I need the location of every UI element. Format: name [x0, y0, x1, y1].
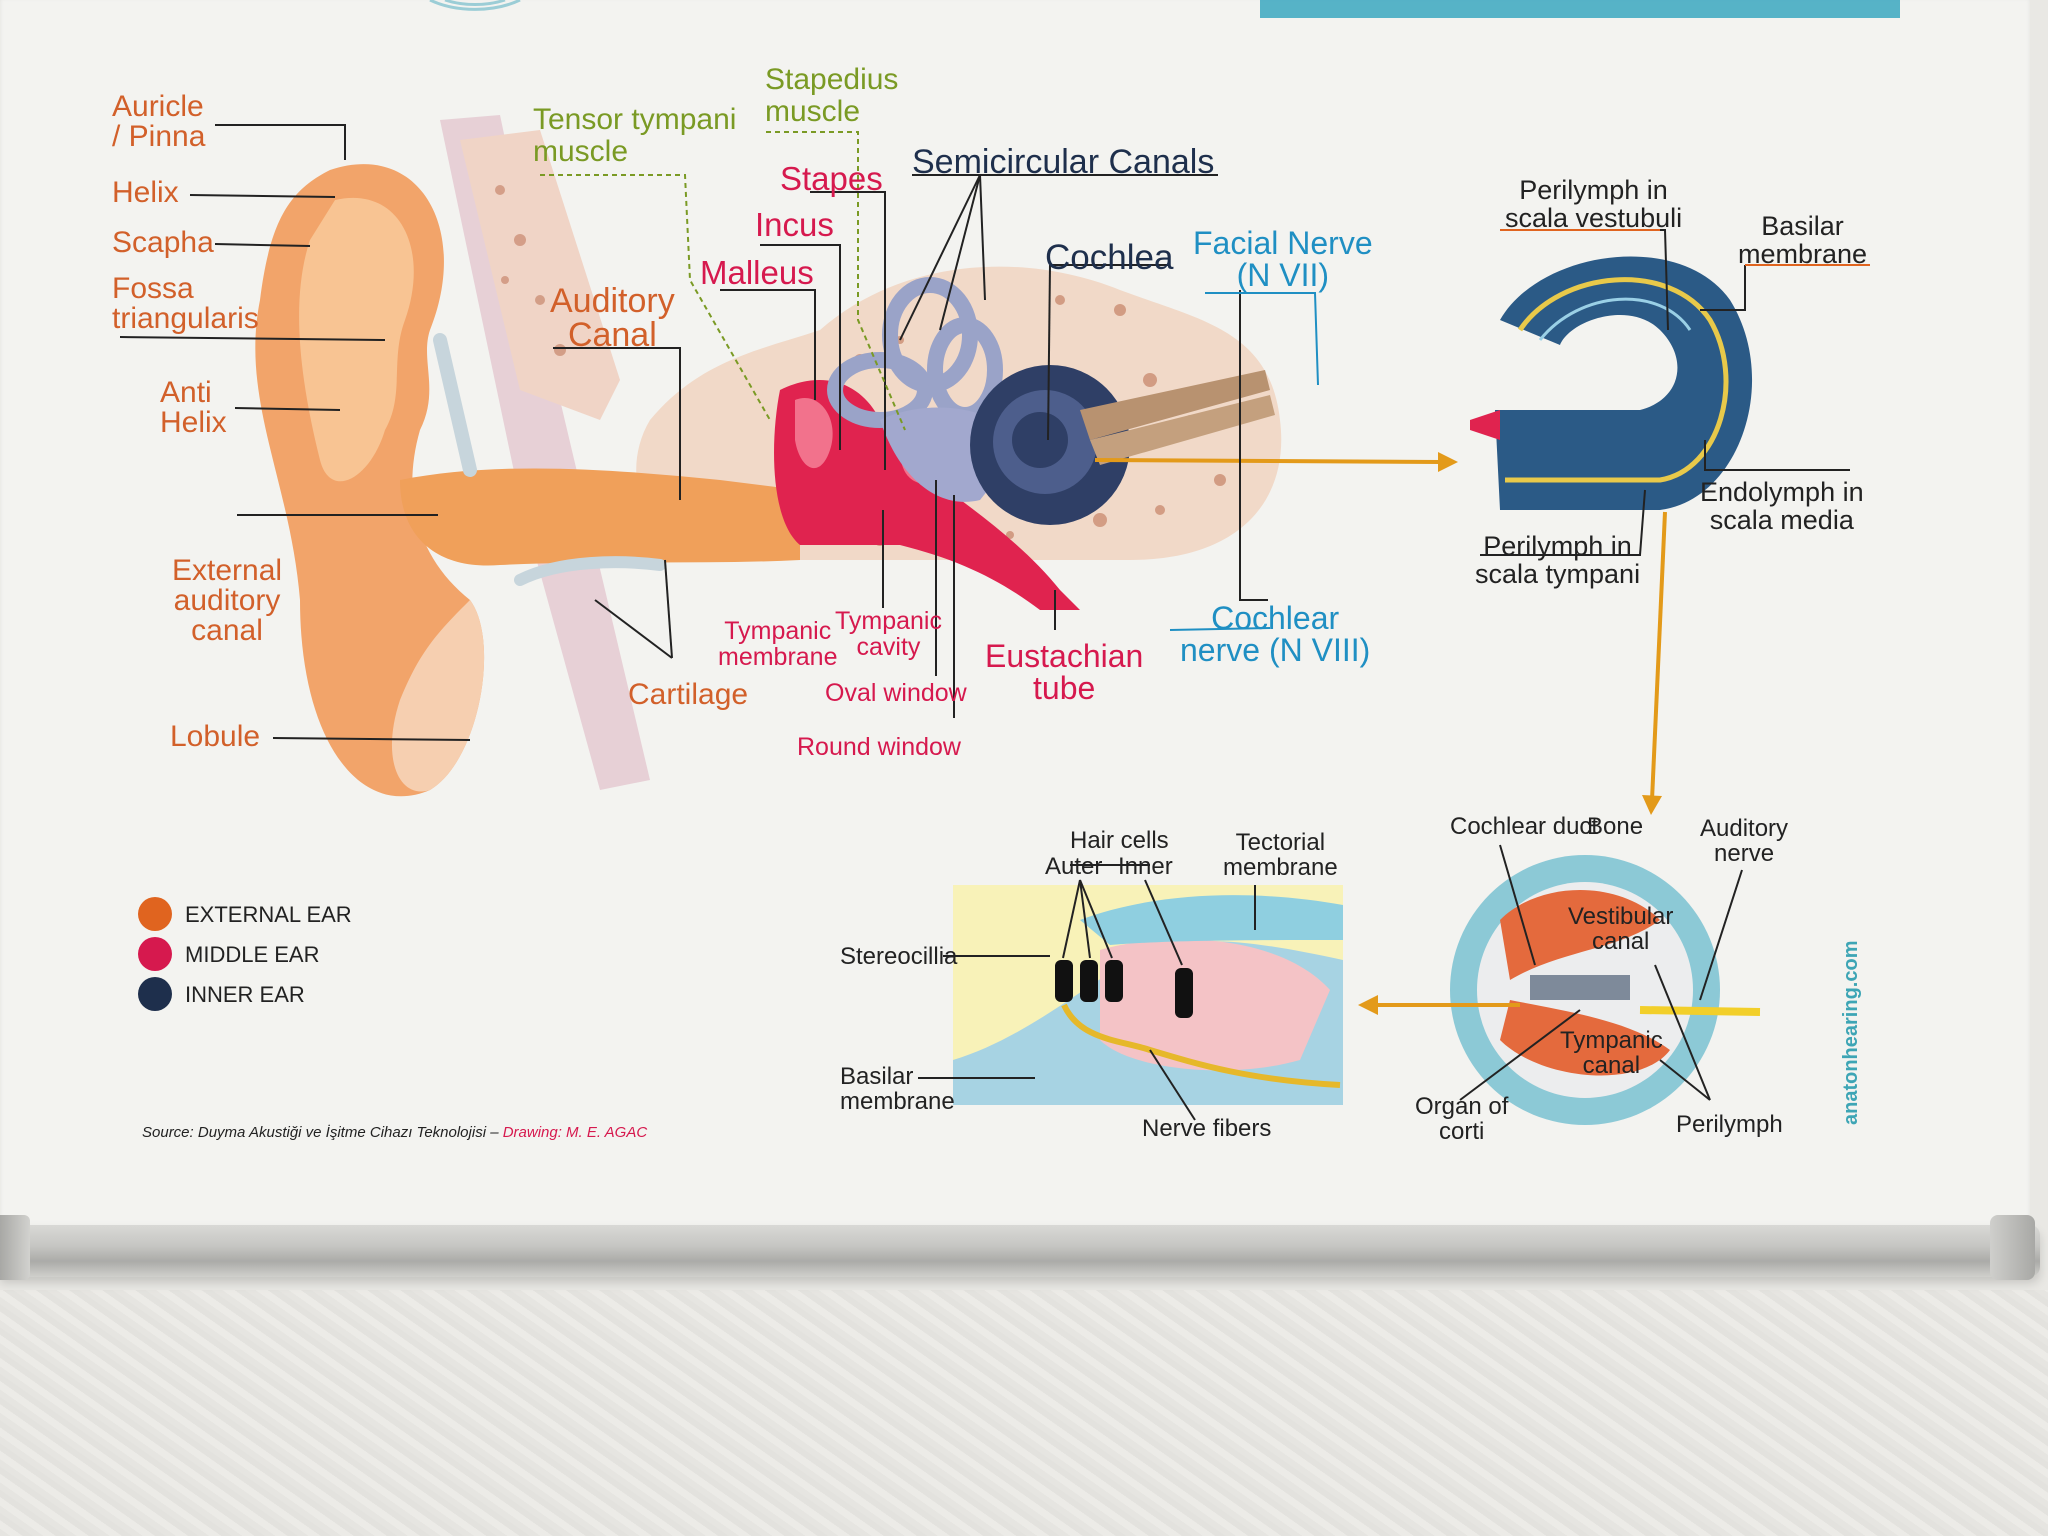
facial-nerve-shape — [1080, 370, 1270, 440]
cyan-leader-lines — [1169, 292, 1319, 631]
wall-background — [0, 1290, 2048, 1536]
label-auter: Auter — [1045, 853, 1103, 880]
arrowhead-organ — [1358, 995, 1378, 1015]
label-facial-nerve: Facial Nerve(N VII) — [1193, 225, 1373, 293]
arrowhead-spiral — [1438, 452, 1458, 472]
auditory-nerve-shape — [1639, 1006, 1761, 1016]
hair-cell-shapes — [1055, 960, 1193, 1018]
poster-frame — [0, 1225, 2040, 1277]
brand-url: anatonhearing.com — [1840, 940, 1862, 1125]
label-stereocilia: Stereocillia — [840, 943, 958, 970]
label-malleus: Malleus — [700, 254, 814, 291]
spiral-basilar-line — [1505, 277, 1729, 483]
logo-fragment — [429, 0, 521, 11]
frame-right-corner — [1990, 1215, 2035, 1280]
cartilage-shape-1 — [514, 556, 666, 586]
label-oval-window: Oval window — [825, 679, 967, 707]
organ-of-corti-shape — [1530, 975, 1630, 1000]
spiral-inner-line — [1538, 297, 1692, 341]
label-cochlea: Cochlea — [1045, 238, 1174, 277]
arrowhead-cross — [1642, 795, 1662, 815]
cochlea-spiral-shape — [1495, 256, 1753, 510]
label-scapha: Scapha — [112, 226, 214, 259]
spiral-window-shape — [1470, 410, 1500, 440]
arrow-to-cross — [1650, 511, 1667, 801]
skin-tissue — [440, 115, 650, 790]
frame-left-corner — [0, 1215, 30, 1280]
label-cartilage: Cartilage — [628, 678, 749, 711]
legend-label-external: EXTERNAL EAR — [185, 902, 352, 927]
tectorial-shape — [1080, 895, 1343, 945]
title-fragment — [1260, 0, 1900, 18]
label-inner: Inner — [1118, 853, 1173, 880]
legend-dot-inner — [138, 977, 172, 1011]
cochlea-turn-2 — [1012, 412, 1068, 468]
muscle-leader-lines — [540, 131, 906, 431]
drawing-credit: Drawing: M. E. AGAC — [502, 1124, 648, 1141]
legend-label-middle: MIDDLE EAR — [185, 942, 320, 967]
vestibular-canal-shape — [1500, 890, 1660, 980]
label-nerve-fibers: Nerve fibers — [1142, 1115, 1272, 1142]
source-credit: Source: Duyma Akustiği ve İşitme Cihazı … — [142, 1124, 647, 1141]
label-lobule: Lobule — [170, 720, 261, 753]
lobule-shape — [391, 600, 485, 792]
cochlear-nerve-shape — [1090, 395, 1275, 465]
label-underlines — [1500, 229, 1870, 266]
legend-label-inner: INNER EAR — [185, 982, 305, 1007]
legend-dot-external — [138, 897, 172, 931]
label-bone: Bone — [1587, 813, 1644, 840]
ear-canal-shape — [400, 468, 800, 566]
middle-ear-shape — [774, 380, 1080, 610]
label-hair-cells: Hair cells — [1070, 827, 1169, 854]
label-perilymph: Perilymph — [1676, 1111, 1783, 1138]
label-stapes: Stapes — [780, 160, 883, 197]
cartilage-shape-2 — [433, 333, 477, 477]
label-round-window: Round window — [797, 733, 961, 761]
label-cochlear-duct: Cochlear duct — [1450, 813, 1599, 840]
scalp-texture — [495, 185, 566, 356]
arrow-to-spiral — [1094, 458, 1441, 464]
tympanic-canal-shape — [1500, 1000, 1670, 1076]
label-incus: Incus — [755, 206, 834, 243]
source-text: Source: Duyma Akustiği ve İşitme Cihazı … — [142, 1124, 503, 1141]
malleus-shape — [795, 398, 833, 469]
logo-fragment-inner — [444, 0, 506, 6]
nerve-fiber-shape — [1061, 1003, 1341, 1088]
label-auricle: Auricle/ Pinna — [112, 90, 206, 153]
label-helix: Helix — [112, 176, 179, 209]
legend-dot-middle — [138, 937, 172, 971]
organ-pink-shape — [1100, 939, 1330, 1071]
label-semicircular-canals: Semicircular Canals — [912, 143, 1215, 181]
